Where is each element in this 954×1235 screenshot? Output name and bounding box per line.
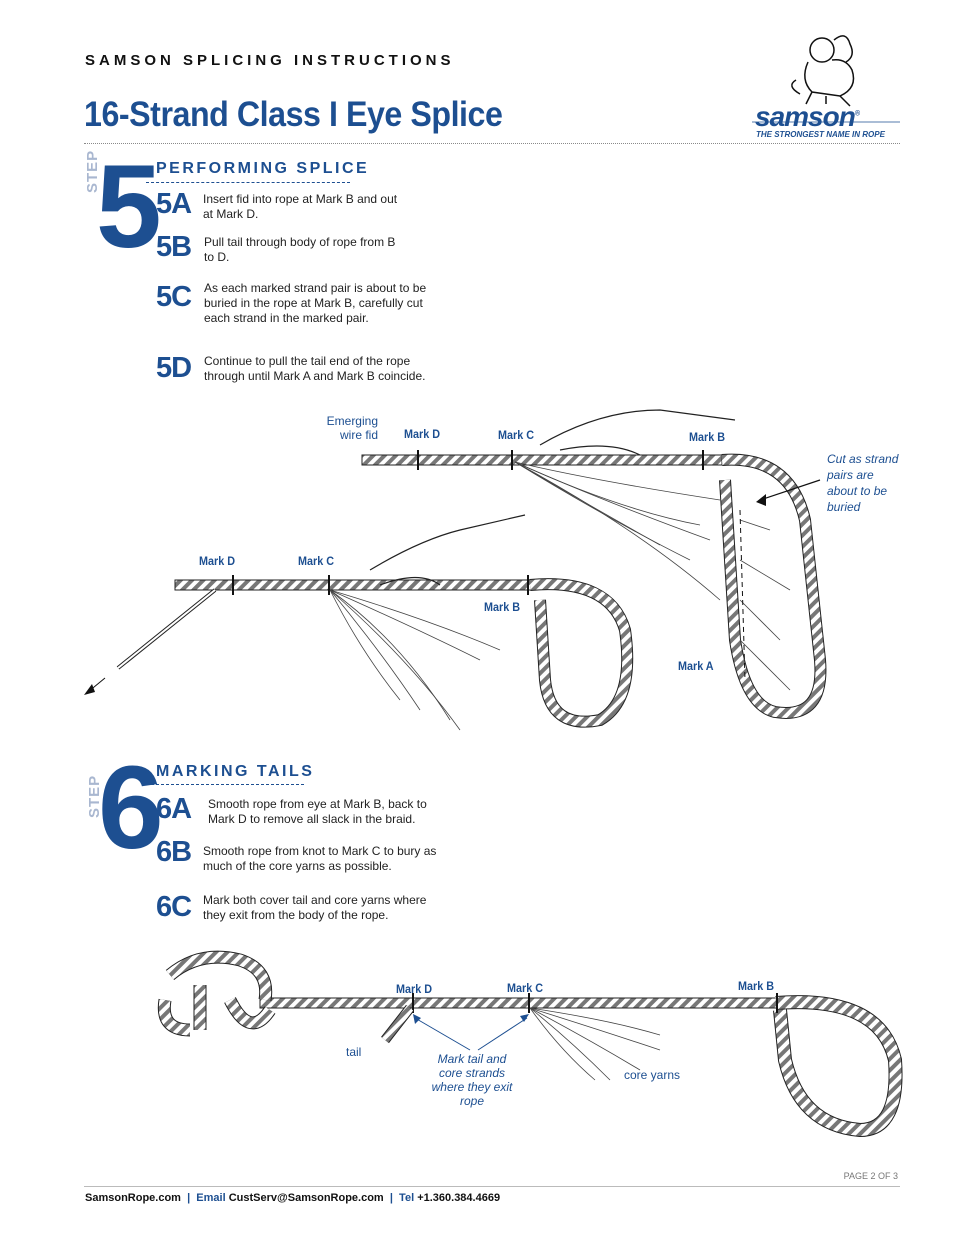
page-number: PAGE 2 OF 3 bbox=[843, 1171, 898, 1181]
footer-separator: | bbox=[389, 1192, 393, 1204]
mark-a-label: Mark A bbox=[678, 659, 714, 673]
mark-b-label-6: Mark B bbox=[738, 979, 775, 993]
substep-5d-number: 5D bbox=[156, 352, 192, 384]
mark-b-label-5bottom: Mark B bbox=[484, 600, 521, 614]
samson-logo: samson® bbox=[755, 101, 860, 133]
substep-6a-number: 6A bbox=[156, 793, 192, 825]
rope-figure-6 bbox=[157, 950, 903, 1138]
footer-divider bbox=[84, 1186, 900, 1187]
substep-5a-text: Insert fid into rope at Mark B and out a… bbox=[203, 192, 398, 221]
footer-tel-link[interactable]: +1.360.384.4669 bbox=[417, 1192, 501, 1204]
footer-website-link[interactable]: SamsonRope.com bbox=[85, 1192, 181, 1204]
mark-d-label-5bottom: Mark D bbox=[199, 554, 236, 568]
samson-mascot-icon bbox=[791, 35, 855, 107]
header-kicker: SAMSON SPLICING INSTRUCTIONS bbox=[85, 52, 455, 69]
mark-c-label-6: Mark C bbox=[507, 981, 544, 995]
logo-registered-mark: ® bbox=[854, 110, 860, 118]
title-divider bbox=[84, 143, 900, 144]
substep-5d-text: Continue to pull the tail end of the rop… bbox=[204, 354, 426, 383]
substep-6b-number: 6B bbox=[156, 836, 192, 868]
core-yarns-label: core yarns bbox=[624, 1068, 681, 1082]
step5-number: 5 bbox=[96, 141, 162, 273]
footer-email-link[interactable]: CustServ@SamsonRope.com bbox=[228, 1192, 384, 1204]
substep-6c-text: Mark both cover tail and core yarns wher… bbox=[203, 893, 427, 922]
mark-b-label-5top: Mark B bbox=[689, 430, 726, 444]
emerging-wire-fid-label: Emerging wire fid bbox=[326, 414, 378, 442]
substep-5a-number: 5A bbox=[156, 188, 192, 220]
substep-6c-number: 6C bbox=[156, 891, 192, 923]
logo-tagline: THE STRONGEST NAME IN ROPE bbox=[756, 130, 885, 139]
footer-email-label: Email bbox=[196, 1192, 226, 1204]
rope-figure-5-bottom bbox=[84, 514, 634, 731]
mark-d-label-6: Mark D bbox=[396, 982, 433, 996]
mark-tail-note: Mark tail and core strands where they ex… bbox=[431, 1052, 513, 1108]
step6-number: 6 bbox=[98, 742, 164, 874]
step6-heading: MARKING TAILS bbox=[156, 763, 315, 780]
footer-separator: | bbox=[187, 1192, 191, 1204]
tail-label: tail bbox=[346, 1045, 362, 1059]
substep-6a-text: Smooth rope from eye at Mark B, back to … bbox=[208, 797, 427, 826]
footer-tel-label: Tel bbox=[399, 1192, 415, 1204]
mark-c-label-5bottom: Mark C bbox=[298, 554, 335, 568]
mark-c-label-5top: Mark C bbox=[498, 428, 535, 442]
rope-figure-5-top bbox=[361, 409, 827, 719]
mark-d-label-5top: Mark D bbox=[404, 427, 441, 441]
step6-heading-rule bbox=[146, 784, 304, 785]
logo-brand-text: samson bbox=[755, 101, 856, 132]
footer-contact: SamsonRope.com | Email CustServ@SamsonRo… bbox=[85, 1192, 500, 1204]
page-title: 16-Strand Class I Eye Splice bbox=[84, 95, 503, 134]
substep-5b-text: Pull tail through body of rope from B to… bbox=[204, 235, 396, 264]
cut-strand-note: Cut as strand pairs are about to be buri… bbox=[827, 452, 899, 514]
substep-5c-text: As each marked strand pair is about to b… bbox=[204, 281, 427, 325]
step5-heading-rule bbox=[146, 182, 350, 183]
step5-heading: PERFORMING SPLICE bbox=[156, 160, 370, 177]
substep-5c-number: 5C bbox=[156, 281, 192, 313]
substep-5b-number: 5B bbox=[156, 231, 192, 263]
substep-6b-text: Smooth rope from knot to Mark C to bury … bbox=[203, 844, 437, 873]
